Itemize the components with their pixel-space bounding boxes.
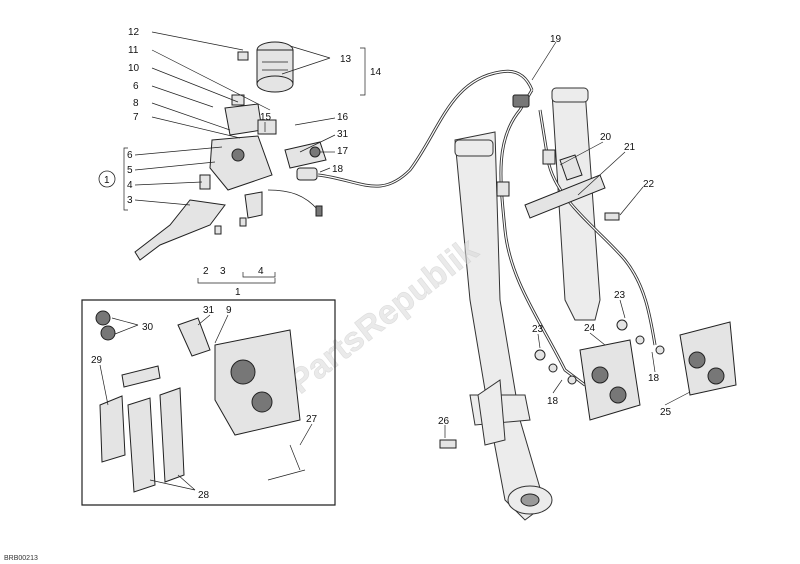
callout-26: 26 — [438, 416, 450, 427]
inset-caliper-kit — [81, 299, 336, 506]
callout-15: 15 — [260, 112, 272, 123]
callout-25: 25 — [660, 407, 672, 418]
callout-18b: 18 — [648, 373, 660, 384]
callout-22: 22 — [643, 179, 655, 190]
callout-31: 31 — [337, 129, 349, 140]
callout-27: 27 — [306, 414, 318, 425]
leader-lines — [99, 31, 691, 491]
callout-24: 24 — [584, 323, 596, 334]
callout-ring — [98, 170, 116, 188]
callout-4b: 4 — [258, 266, 264, 277]
callout-16: 16 — [337, 112, 349, 123]
callout-18c: 18 — [547, 396, 559, 407]
callout-23: 23 — [614, 290, 626, 301]
brake-hoses — [296, 69, 657, 387]
callout-7: 7 — [133, 112, 139, 123]
drawing-code: BRB00213 — [4, 555, 38, 562]
callout-5: 5 — [127, 165, 133, 176]
hose-bracket — [524, 154, 620, 221]
group-brackets — [123, 47, 366, 284]
callout-13: 13 — [340, 54, 352, 65]
callout-29: 29 — [91, 355, 103, 366]
callout-3b: 3 — [220, 266, 226, 277]
watermark: PartsRepublik — [282, 231, 486, 402]
callout-23b: 23 — [532, 324, 544, 335]
callout-6b: 6 — [127, 150, 133, 161]
callout-2: 2 — [203, 266, 209, 277]
callout-20: 20 — [600, 132, 612, 143]
callout-6: 6 — [133, 81, 139, 92]
callout-8: 8 — [133, 98, 139, 109]
callout-17: 17 — [337, 146, 349, 157]
master-cylinder-assembly — [134, 41, 327, 261]
callout-11: 11 — [128, 45, 139, 56]
callout-4: 4 — [127, 180, 133, 191]
calipers-installed — [439, 319, 737, 449]
callout-19: 19 — [550, 34, 562, 45]
callout-1: 1 — [235, 287, 241, 298]
callout-1-circled: 1 — [104, 175, 110, 186]
callout-18: 18 — [332, 164, 344, 175]
callout-28: 28 — [198, 490, 210, 501]
callout-31b: 31 — [203, 305, 215, 316]
callout-10: 10 — [128, 63, 140, 74]
callout-labels: 12 11 10 6 8 7 6 5 4 3 1 13 14 15 16 31 … — [91, 27, 672, 501]
callout-9: 9 — [226, 305, 232, 316]
callout-12: 12 — [128, 27, 140, 38]
callout-14: 14 — [370, 67, 382, 78]
callout-3: 3 — [127, 195, 133, 206]
front-fork — [454, 87, 601, 521]
callout-30: 30 — [142, 322, 154, 333]
callout-21: 21 — [624, 142, 636, 153]
